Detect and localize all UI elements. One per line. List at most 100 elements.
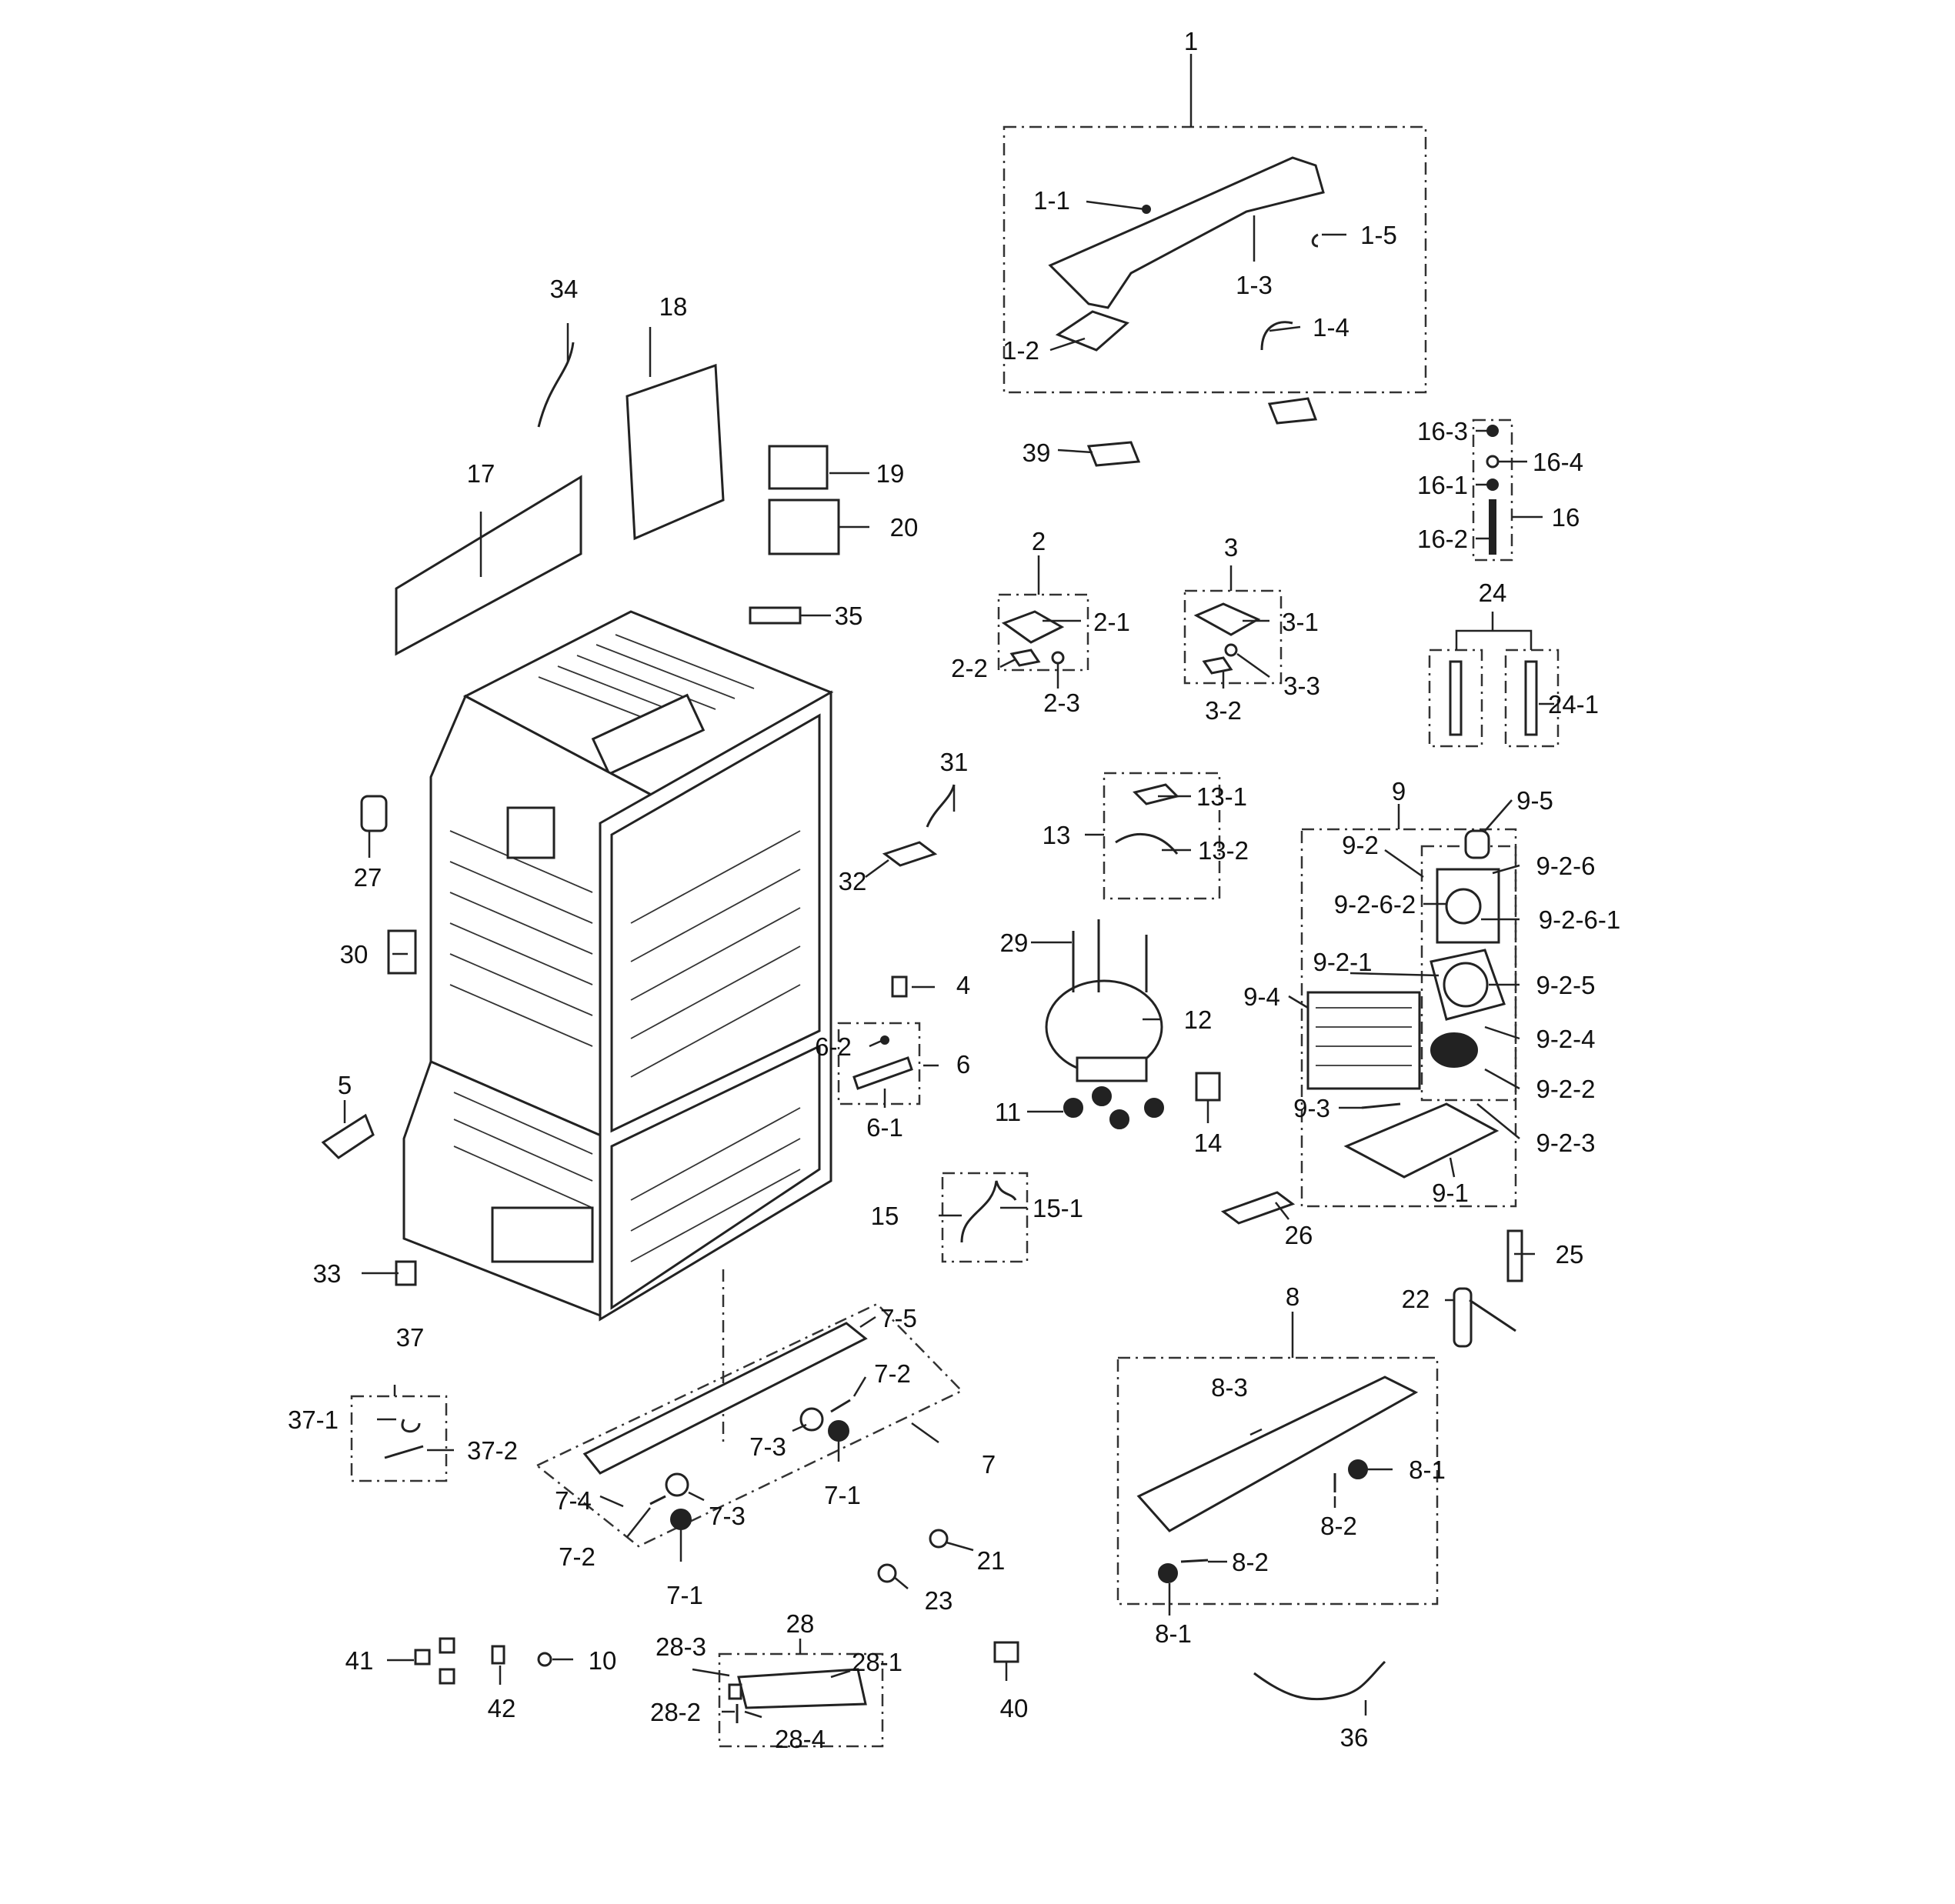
part-30-switch	[387, 929, 417, 975]
callout-24: 24	[1479, 579, 1507, 607]
callout-28-2: 28-2	[650, 1698, 701, 1726]
callout-7: 7	[982, 1450, 996, 1479]
part-29-bolts	[1072, 919, 1148, 992]
callout-36: 36	[1340, 1723, 1369, 1752]
callout-labels: 1 1-1 1-2 1-3 1-4 1-5 2 2-1 2-2 2-3 3 3-…	[288, 27, 1620, 1753]
group-box-1	[1003, 125, 1427, 394]
callout-2-3: 2-3	[1043, 689, 1080, 717]
part-14-relay	[1195, 1072, 1221, 1102]
part-26-connector	[1220, 1191, 1296, 1225]
callout-7-2-lower: 7-2	[559, 1542, 596, 1571]
part-18-panel	[626, 363, 725, 541]
callout-9-3: 9-3	[1293, 1094, 1330, 1122]
part-8-1-wheel-b	[1158, 1563, 1178, 1583]
callout-26: 26	[1285, 1221, 1313, 1249]
callout-8-1-bottom: 8-1	[1155, 1619, 1192, 1648]
cabinet-front-frame	[599, 690, 832, 1322]
part-25-tube	[1506, 1229, 1523, 1282]
callout-28-3: 28-3	[656, 1632, 706, 1661]
callout-8-2-upper: 8-2	[1320, 1512, 1357, 1540]
part-8-2-axle-b	[1180, 1559, 1209, 1563]
callout-6: 6	[956, 1050, 970, 1079]
group-box-37	[350, 1395, 448, 1482]
part-13-1-cover	[1133, 783, 1179, 805]
callout-39: 39	[1023, 438, 1051, 467]
part-13-2-harness	[1115, 832, 1179, 855]
part-41-clips	[414, 1637, 455, 1685]
callout-9-2-2: 9-2-2	[1536, 1075, 1595, 1103]
callout-35: 35	[835, 602, 863, 630]
callout-1-3: 1-3	[1236, 271, 1273, 299]
callout-1-5: 1-5	[1360, 221, 1397, 249]
callout-12: 12	[1184, 1005, 1213, 1034]
part-35-fuse	[749, 606, 802, 625]
callout-29: 29	[1000, 929, 1029, 957]
part-27-cap	[360, 795, 388, 832]
part-28-1-rail	[737, 1668, 867, 1709]
part-21-spring	[929, 1529, 949, 1549]
callout-13-1: 13-1	[1196, 782, 1247, 811]
callout-5: 5	[338, 1071, 352, 1099]
part-11-grommets	[1063, 1086, 1164, 1129]
part-9-2-4-motor	[1430, 1032, 1478, 1068]
callout-7-1-upper: 7-1	[824, 1481, 861, 1509]
part-31-wire	[926, 784, 956, 828]
callout-25: 25	[1556, 1240, 1584, 1269]
part-36-harness	[1253, 1660, 1386, 1701]
callout-9-2: 9-2	[1342, 831, 1379, 859]
part-33-clip	[395, 1260, 417, 1286]
part-40-coupling	[993, 1641, 1019, 1663]
part-16-3	[1486, 425, 1499, 437]
part-16-4	[1486, 455, 1500, 468]
part-9-3-pin	[1361, 1102, 1401, 1109]
group-box-9-2	[1420, 845, 1517, 1102]
part-28-3-clip	[728, 1683, 742, 1700]
part-34-harness	[537, 342, 575, 428]
part-1-4-wire	[1260, 321, 1293, 351]
callout-31: 31	[940, 748, 969, 776]
part-8-3-base-plate	[1136, 1375, 1419, 1532]
callout-32: 32	[839, 867, 867, 895]
top-control-panel	[591, 693, 706, 775]
callout-1-2: 1-2	[1003, 336, 1039, 365]
callout-15-1: 15-1	[1033, 1194, 1083, 1222]
callout-9-2-6-1: 9-2-6-1	[1539, 905, 1620, 934]
part-16-2-pin	[1489, 499, 1496, 555]
part-9-5-clip	[1464, 829, 1490, 859]
callout-20: 20	[890, 513, 919, 542]
callout-28-4: 28-4	[775, 1725, 826, 1753]
part-6-1-bracket	[852, 1056, 913, 1090]
part-15-hose	[960, 1180, 1017, 1243]
part-37-2-pin	[384, 1445, 424, 1459]
side-bracket	[506, 806, 555, 859]
leader-lines	[343, 54, 1554, 1719]
callout-16-3: 16-3	[1417, 417, 1468, 445]
group-box-6	[837, 1022, 921, 1105]
part-9-4-condenser	[1306, 991, 1421, 1090]
part-10-nut	[537, 1652, 552, 1667]
group-box-15	[941, 1172, 1029, 1263]
part-9-4-coils	[1316, 1007, 1412, 1066]
part-19-pcb	[768, 445, 829, 490]
part-32-sensor	[882, 841, 938, 867]
cabinet-assembly	[402, 610, 834, 1322]
freezer-opening	[610, 1044, 821, 1310]
callout-16-4: 16-4	[1533, 448, 1583, 476]
callout-33: 33	[313, 1259, 342, 1288]
callout-7-3-lower: 7-3	[709, 1502, 746, 1530]
callout-3-3: 3-3	[1283, 672, 1320, 700]
callout-18: 18	[659, 292, 688, 321]
callout-27: 27	[354, 863, 382, 892]
callout-19: 19	[876, 459, 905, 488]
part-39-bracket-a	[1267, 397, 1318, 425]
fresh-food-opening	[610, 713, 821, 1133]
callout-7-2-upper: 7-2	[874, 1359, 911, 1388]
part-7-3-roller-b	[665, 1472, 689, 1497]
callout-8-1-right: 8-1	[1409, 1456, 1446, 1484]
part-1-5-clip	[1311, 233, 1319, 248]
group-box-2	[997, 593, 1089, 672]
callout-16-1: 16-1	[1417, 471, 1468, 499]
callout-21: 21	[977, 1546, 1006, 1575]
